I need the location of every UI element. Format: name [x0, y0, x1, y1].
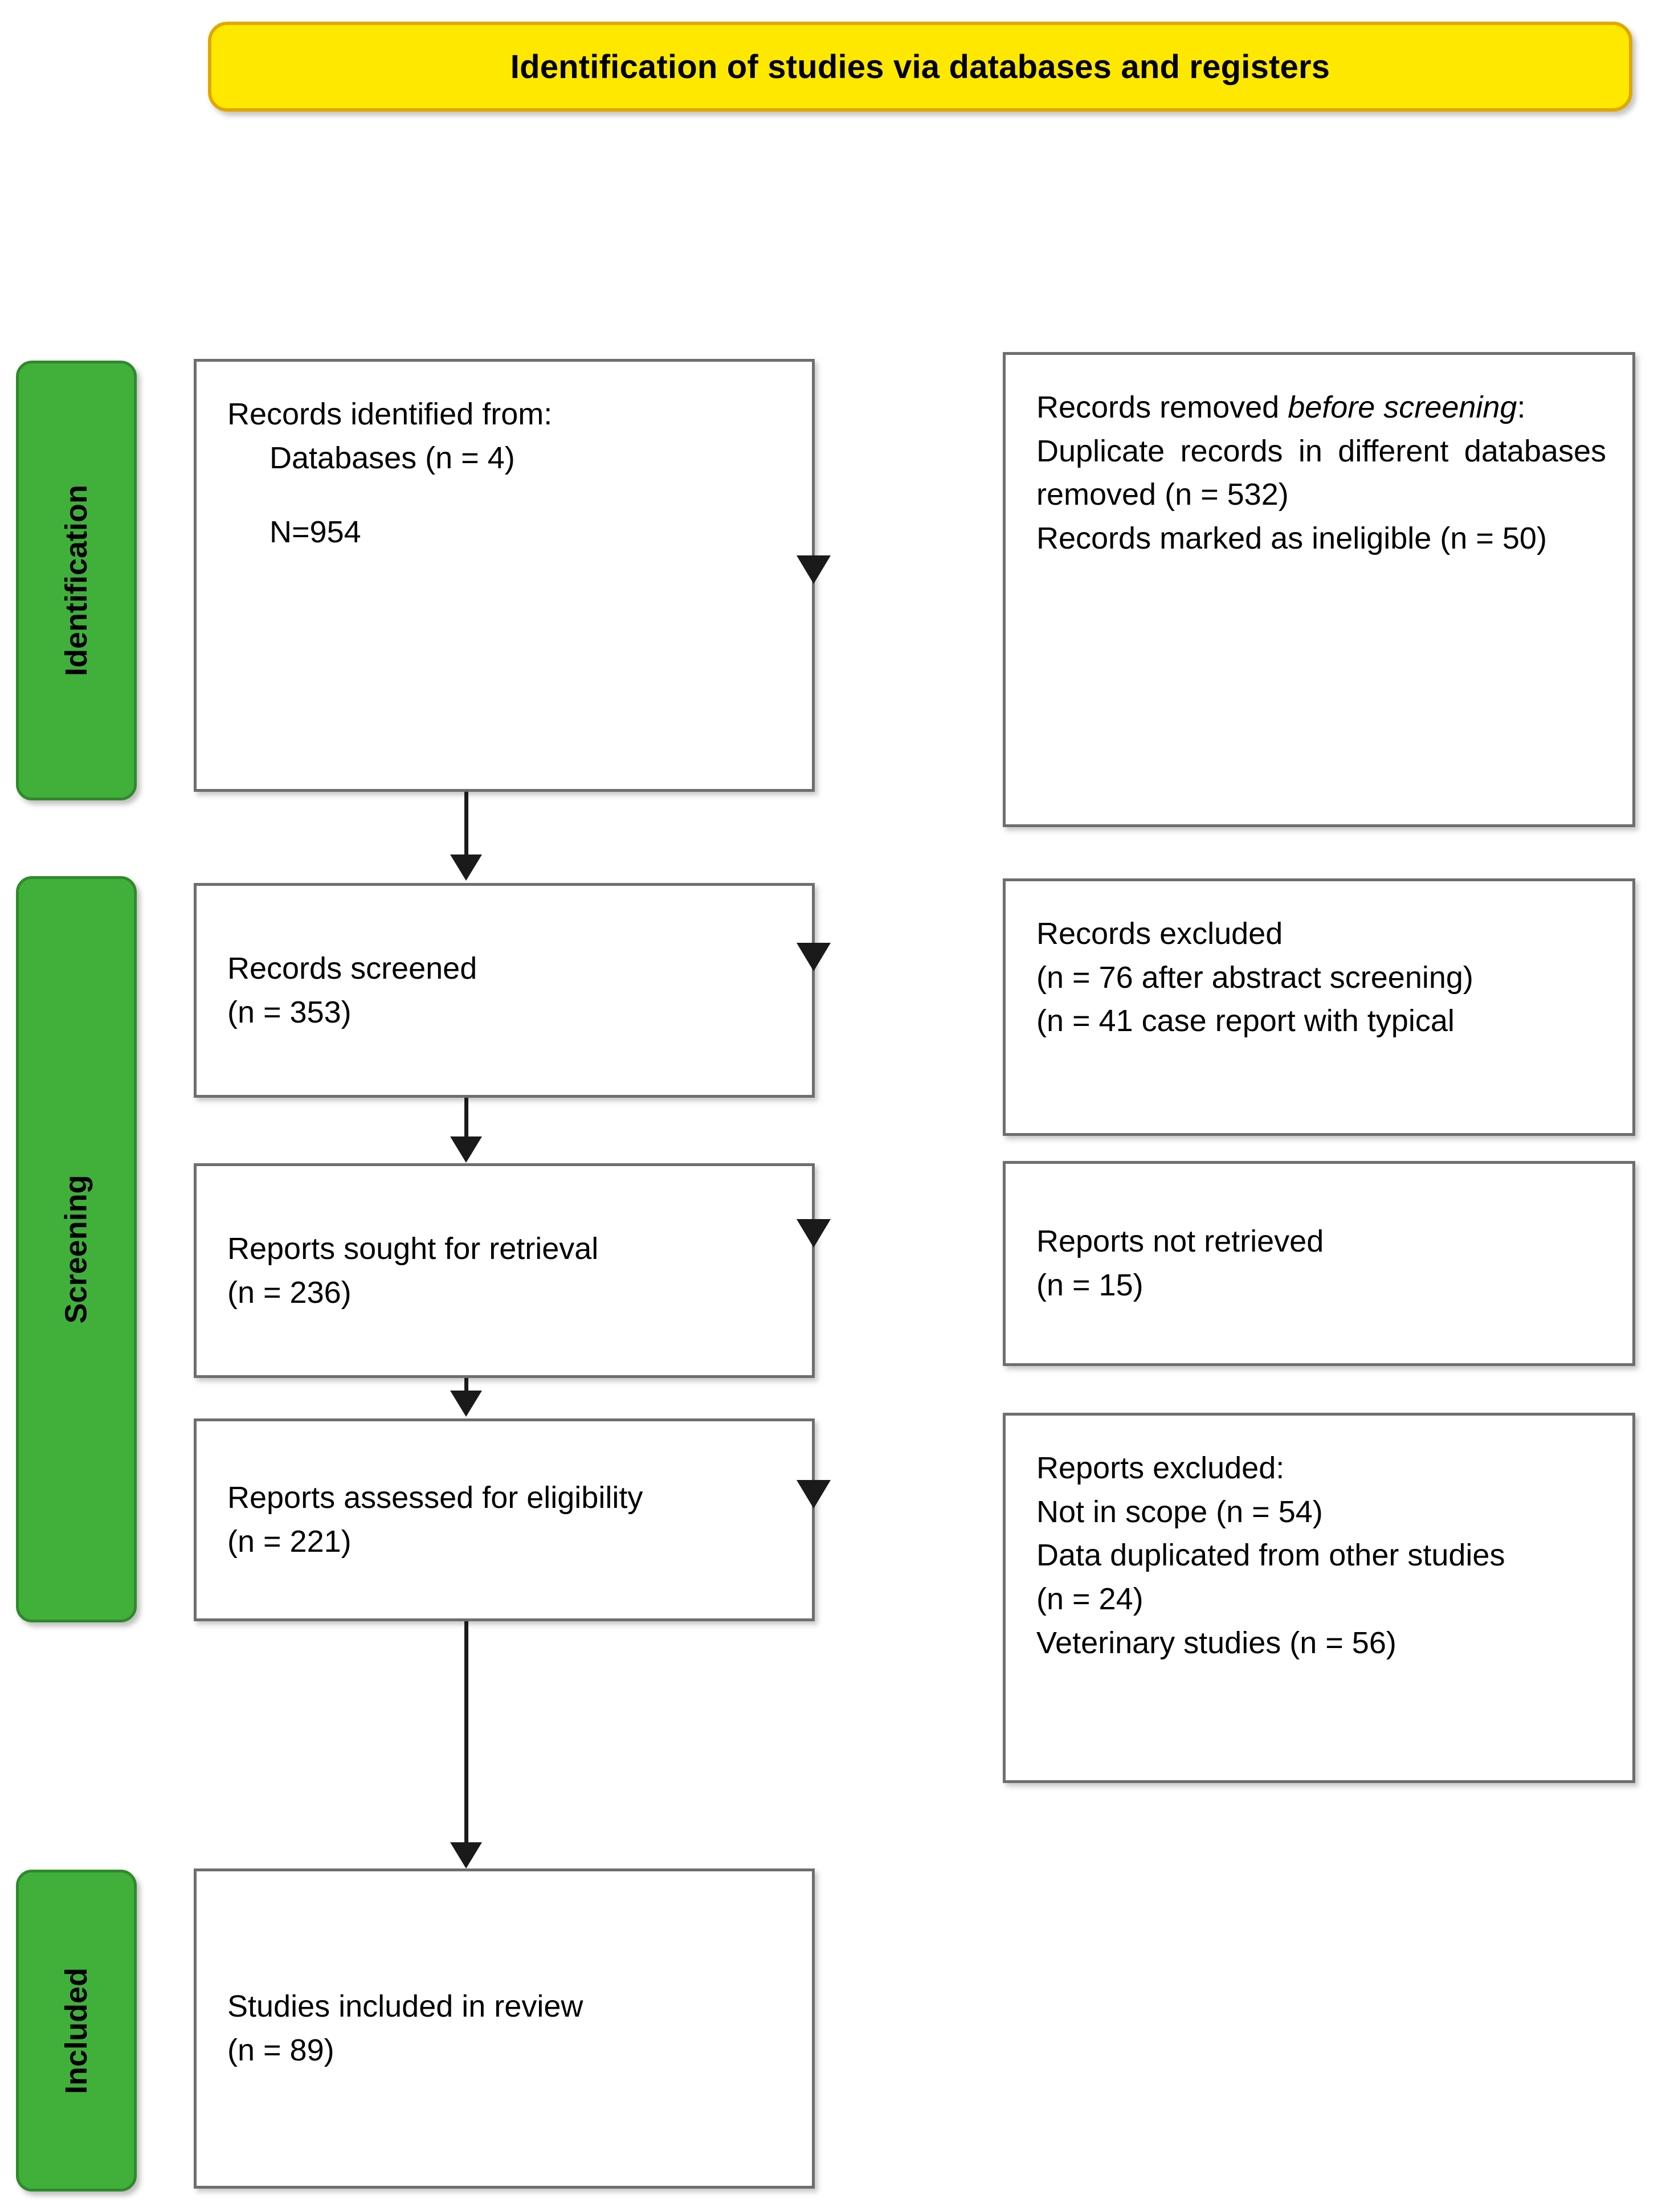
- connector-identified-to-screened: [464, 792, 468, 856]
- reports-assessed-count: (n = 221): [227, 1524, 352, 1559]
- records-removed-heading-italic: before screening: [1288, 390, 1517, 424]
- studies-included-count: (n = 89): [227, 2033, 334, 2067]
- arrow-icon-to-records-removed: [797, 555, 831, 584]
- connector-sought-to-assessed: [464, 1378, 468, 1392]
- reports-excluded-not-in-scope: Not in scope (n = 54): [1036, 1494, 1323, 1529]
- reports-assessed-label: Reports assessed for eligibility: [227, 1481, 643, 1515]
- reports-excluded-label: Reports excluded:: [1036, 1451, 1285, 1485]
- reports-sought-label: Reports sought for retrieval: [227, 1231, 599, 1266]
- records-identified-databases: Databases (n = 4): [269, 440, 515, 475]
- records-removed-heading-prefix: Records removed: [1036, 390, 1288, 424]
- records-excluded-abstract: (n = 76 after abstract screening): [1036, 960, 1473, 995]
- phase-tab-included: Included: [16, 1870, 137, 2191]
- records-screened-count: (n = 353): [227, 995, 352, 1029]
- studies-included-label: Studies included in review: [227, 1989, 583, 2024]
- reports-excluded-data-duplicated: Data duplicated from other studies: [1036, 1538, 1505, 1573]
- phase-label-screening: Screening: [59, 1175, 93, 1324]
- records-removed-heading-suffix: :: [1517, 390, 1526, 424]
- node-records-screened: Records screened (n = 353): [194, 883, 815, 1098]
- diagram-title: Identification of studies via databases …: [510, 48, 1330, 85]
- records-removed-duplicates: Duplicate records in different databases…: [1036, 434, 1606, 512]
- reports-not-retrieved-label: Reports not retrieved: [1036, 1224, 1324, 1259]
- node-reports-not-retrieved: Reports not retrieved (n = 15): [1003, 1161, 1635, 1366]
- node-records-excluded: Records excluded (n = 76 after abstract …: [1003, 878, 1635, 1136]
- records-identified-heading: Records identified from:: [227, 397, 553, 431]
- records-identified-total: N=954: [269, 515, 361, 550]
- phase-tab-screening: Screening: [16, 876, 137, 1622]
- diagram-title-banner: Identification of studies via databases …: [208, 22, 1632, 112]
- arrow-icon-to-reports-excluded: [797, 1480, 831, 1508]
- phase-label-included: Included: [59, 1967, 94, 2094]
- records-screened-label: Records screened: [227, 951, 477, 986]
- phase-tab-identification: Identification: [16, 361, 137, 800]
- connector-screened-to-sought: [464, 1098, 468, 1138]
- records-removed-heading: Records removed before screening:: [1036, 386, 1606, 430]
- node-reports-excluded: Reports excluded: Not in scope (n = 54) …: [1003, 1413, 1635, 1783]
- connector-assessed-to-included: [464, 1621, 468, 1843]
- records-excluded-label: Records excluded: [1036, 917, 1283, 951]
- node-records-identified: Records identified from: Databases (n = …: [194, 359, 815, 792]
- arrow-icon-to-reports-not-retrieved: [797, 1219, 831, 1248]
- arrow-down-icon-to-sought: [450, 1136, 482, 1163]
- node-studies-included: Studies included in review (n = 89): [194, 1868, 815, 2189]
- arrow-down-icon-to-screened: [450, 854, 482, 881]
- records-removed-ineligible: Records marked as ineligible (n = 50): [1036, 521, 1547, 556]
- reports-not-retrieved-count: (n = 15): [1036, 1268, 1144, 1302]
- node-reports-sought: Reports sought for retrieval (n = 236): [194, 1163, 815, 1378]
- records-excluded-case-report: (n = 41 case report with typical: [1036, 1004, 1455, 1038]
- phase-label-identification: Identification: [59, 485, 93, 676]
- reports-sought-count: (n = 236): [227, 1275, 352, 1310]
- reports-excluded-veterinary: Veterinary studies (n = 56): [1036, 1625, 1396, 1660]
- node-records-removed-before-screening: Records removed before screening: Duplic…: [1003, 352, 1635, 827]
- reports-excluded-data-duplicated-count: (n = 24): [1036, 1582, 1144, 1617]
- arrow-down-icon-to-assessed: [450, 1391, 482, 1417]
- arrow-down-icon-to-included: [450, 1842, 482, 1868]
- arrow-icon-to-records-excluded: [797, 943, 831, 971]
- node-reports-assessed: Reports assessed for eligibility (n = 22…: [194, 1418, 815, 1621]
